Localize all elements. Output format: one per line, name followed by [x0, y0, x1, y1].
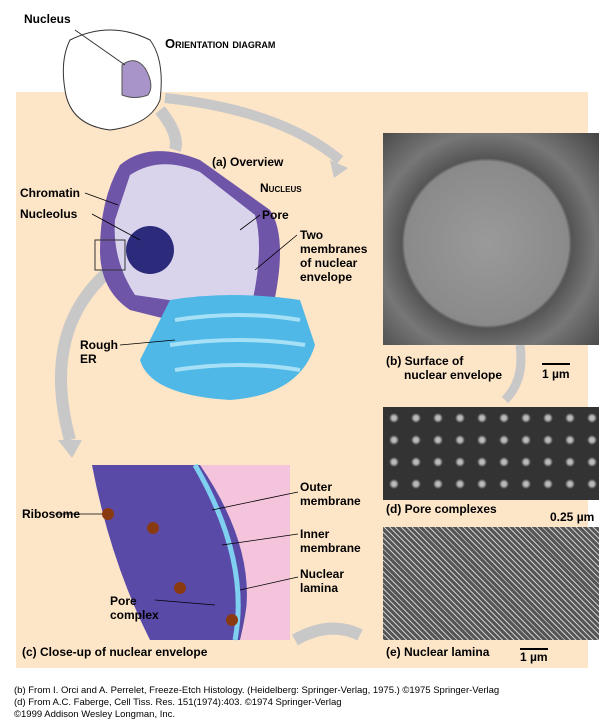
- pore-complexes-micrograph: [383, 407, 599, 500]
- lamina-caption: (e) Nuclear lamina: [386, 645, 490, 659]
- arrow-to-closeup: [55, 265, 114, 442]
- surface-micrograph: [383, 133, 599, 345]
- rough-er: [140, 295, 315, 400]
- pores-caption: (d) Pore complexes: [386, 502, 497, 516]
- orientation-nucleus: [121, 60, 152, 98]
- nucleus-interior: [114, 164, 260, 312]
- nucleolus-label: Nucleolus: [20, 207, 78, 221]
- arrow-to-surface: [164, 93, 344, 164]
- pore-label: Pore: [262, 208, 289, 222]
- nucleolus: [126, 226, 174, 274]
- arrow-to-lamina: [292, 622, 363, 646]
- pores-scale-bar: 0.25 µm: [550, 510, 595, 524]
- overview-title: (a) Overview: [212, 155, 284, 169]
- arrow-to-pores: [501, 344, 526, 404]
- cell-outline: [62, 29, 162, 131]
- nucleus-label: Nucleus: [260, 181, 302, 195]
- envelope-closeup: [92, 465, 250, 640]
- closeup-caption: (c) Close-up of nuclear envelope: [22, 645, 208, 659]
- credit-b: (b) From I. Orci and A. Perrelet, Freeze…: [14, 685, 500, 696]
- orientation-title: Orientation diagram: [165, 36, 276, 51]
- chromatin-label: Chromatin: [20, 186, 80, 200]
- arrow-to-overview: [155, 106, 182, 152]
- lamina-scale-bar: 1 µm: [520, 648, 548, 664]
- surface-scale-bar: 1 µm: [542, 363, 570, 381]
- nuclear-lamina-micrograph: [383, 527, 599, 640]
- credit-d: (d) From A.C. Faberge, Cell Tiss. Res. 1…: [14, 697, 342, 708]
- copyright: ©1999 Addison Wesley Longman, Inc.: [14, 709, 176, 720]
- ribosome-label: Ribosome: [22, 507, 81, 521]
- orientation-nucleus-label: Nucleus: [24, 12, 71, 26]
